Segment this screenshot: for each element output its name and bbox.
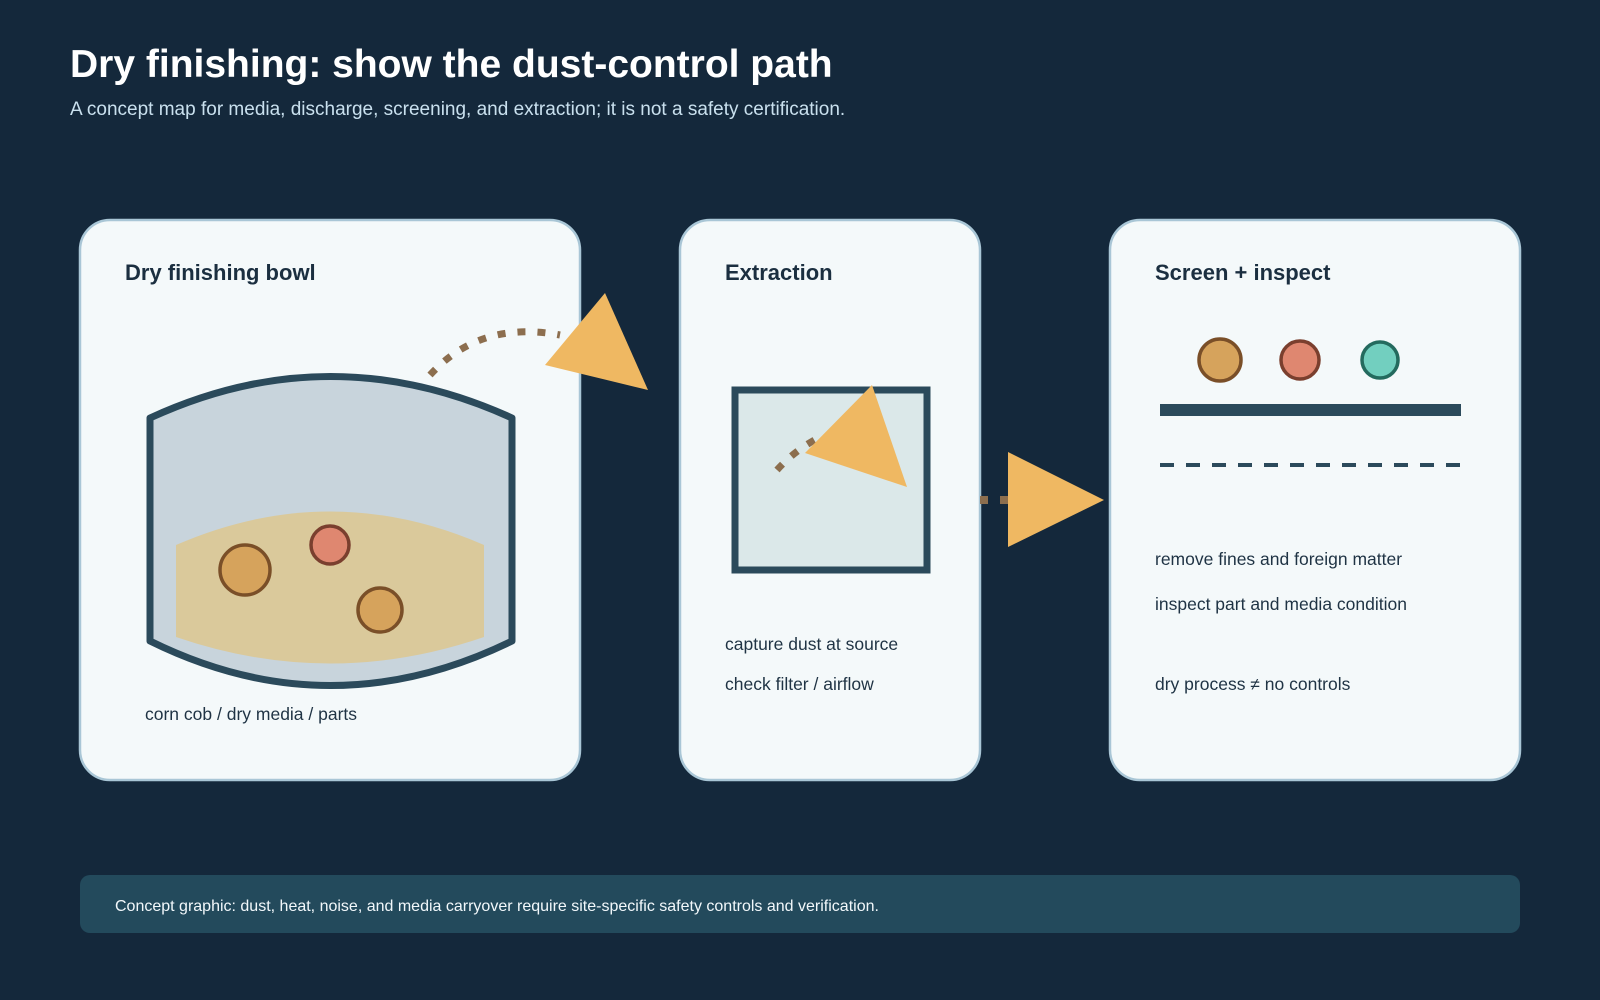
extraction-note: capture dust at source: [725, 634, 898, 654]
page-subtitle: A concept map for media, discharge, scre…: [70, 99, 845, 120]
footer-banner: Concept graphic: dust, heat, noise, and …: [80, 875, 1520, 933]
dust-capture-path: [774, 433, 822, 473]
panel-screen-inspect: Screen + inspect remove fines and foreig…: [1108, 218, 1522, 782]
panel-extraction: Extraction capture dust at source check …: [678, 218, 982, 782]
panel-card: [1108, 218, 1522, 782]
screening-illustration: [1160, 337, 1461, 467]
part-coral: [309, 524, 351, 566]
part-teal: [1360, 340, 1400, 380]
footer-background: [80, 875, 1520, 933]
airflow-arrow-icon: [805, 385, 907, 487]
bowl-caption: corn cob / dry media / parts: [145, 704, 357, 724]
part-large-tan: [218, 543, 272, 597]
arrow-to-screen-icon: [1008, 452, 1104, 547]
footer-note: Concept graphic: dust, heat, noise, and …: [115, 898, 879, 915]
page-title: Dry finishing: show the dust-control pat…: [70, 43, 833, 86]
panel-title: Screen + inspect: [1155, 260, 1331, 285]
part-tan: [1197, 337, 1243, 383]
panel-title: Dry finishing bowl: [125, 260, 316, 285]
part-coral: [1279, 339, 1321, 381]
screen-note: inspect part and media condition: [1155, 594, 1407, 614]
extraction-hood-illustration: [731, 385, 931, 574]
panel-dry-finishing-bowl: Dry finishing bowl corn cob / dry media …: [78, 218, 582, 782]
panel-title: Extraction: [725, 260, 833, 285]
screen-note: dry process ≠ no controls: [1155, 674, 1351, 694]
extraction-note: check filter / airflow: [725, 674, 874, 694]
screen-deck: [1160, 404, 1461, 416]
dust-path-discharge: [427, 328, 561, 378]
screen-note: remove fines and foreign matter: [1155, 549, 1402, 569]
part-small-tan: [356, 586, 404, 634]
arrow-to-extraction-icon: [545, 293, 648, 390]
finishing-bowl-illustration: [146, 373, 516, 689]
